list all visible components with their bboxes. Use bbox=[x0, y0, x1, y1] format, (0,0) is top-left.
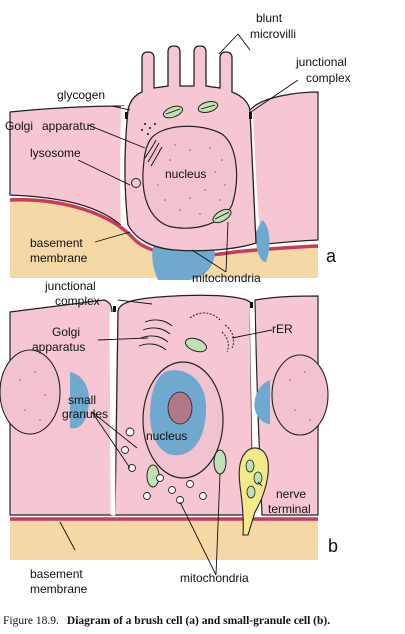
mitochondria-a bbox=[162, 101, 232, 224]
golgi-a bbox=[144, 139, 163, 167]
junctional-complex-b-left bbox=[113, 306, 116, 312]
brush-cell-nucleus bbox=[142, 125, 238, 229]
small-granules-b bbox=[121, 427, 207, 504]
label-mitochondria-b: mitochondria bbox=[180, 571, 249, 585]
label-granules: granules bbox=[62, 407, 108, 421]
label-apparatus-b: apparatus bbox=[32, 340, 85, 354]
label-golgi-b: Golgi bbox=[52, 325, 80, 339]
label-golgi-a: Golgi bbox=[5, 119, 33, 133]
mitochondria-b bbox=[146, 337, 227, 488]
label-membrane-a: membrane bbox=[30, 251, 88, 265]
leaders-b bbox=[59, 299, 273, 576]
blue-cell-a2 bbox=[255, 220, 270, 262]
nucleolus-b bbox=[167, 391, 193, 425]
panel-a: blunt microvilli junctional complex glyc… bbox=[5, 11, 351, 285]
label-mitochondria-a: mitochondria bbox=[192, 271, 261, 285]
rer-b bbox=[189, 312, 235, 353]
label-basement-b: basement bbox=[30, 567, 83, 581]
blue-cell-b-right bbox=[254, 380, 270, 424]
caption-figure-number: Figure 18.9. bbox=[3, 615, 59, 627]
label-junctional-a: junctional bbox=[295, 55, 347, 69]
label-nerve: nerve bbox=[276, 487, 306, 501]
label-small: small bbox=[68, 393, 96, 407]
panel-b: junctional complex Golgi apparatus rER s… bbox=[0, 279, 338, 596]
label-blunt: blunt bbox=[256, 11, 283, 25]
label-lysosome: lysosome bbox=[30, 146, 81, 160]
label-nucleus-b: nucleus bbox=[146, 429, 187, 443]
label-terminal: terminal bbox=[268, 502, 311, 516]
junctional-complex-a-left bbox=[125, 112, 128, 119]
neighbour-stipple-b bbox=[19, 371, 311, 421]
label-microvilli: microvilli bbox=[250, 27, 296, 41]
lysosome-a bbox=[131, 178, 141, 188]
right-epithelial-cell-a bbox=[249, 91, 319, 246]
label-membrane-b: membrane bbox=[30, 582, 88, 596]
blue-cell-b-left bbox=[70, 372, 90, 429]
leaders-a bbox=[77, 33, 299, 273]
nerve-vesicles bbox=[245, 459, 263, 499]
panel-letter-b: b bbox=[328, 536, 338, 556]
right-cell-nucleus-b bbox=[271, 354, 329, 436]
connective-tissue-b bbox=[10, 520, 318, 560]
label-glycogen: glycogen bbox=[57, 88, 105, 102]
glycogen-a bbox=[141, 123, 156, 135]
connective-tissue-a bbox=[10, 197, 318, 278]
label-nucleus-a: nucleus bbox=[165, 167, 206, 181]
junctional-complex-b-right bbox=[250, 302, 253, 308]
label-basement-a: basement bbox=[30, 236, 83, 250]
label-complex-a: complex bbox=[306, 71, 351, 85]
label-junctional-b: junctional bbox=[44, 279, 96, 293]
label-apparatus-a: apparatus bbox=[42, 119, 95, 133]
label-complex-b: complex bbox=[55, 294, 100, 308]
figure-caption: Figure 18.9. Diagram of a brush cell (a)… bbox=[3, 611, 330, 628]
left-cell-nucleus-b bbox=[0, 349, 61, 435]
junctional-complex-a-right bbox=[249, 112, 252, 119]
label-rer: rER bbox=[272, 322, 293, 336]
golgi-b bbox=[138, 319, 173, 351]
caption-title: Diagram of a brush cell (a) and small-gr… bbox=[67, 615, 330, 627]
panel-letter-a: a bbox=[326, 246, 337, 266]
